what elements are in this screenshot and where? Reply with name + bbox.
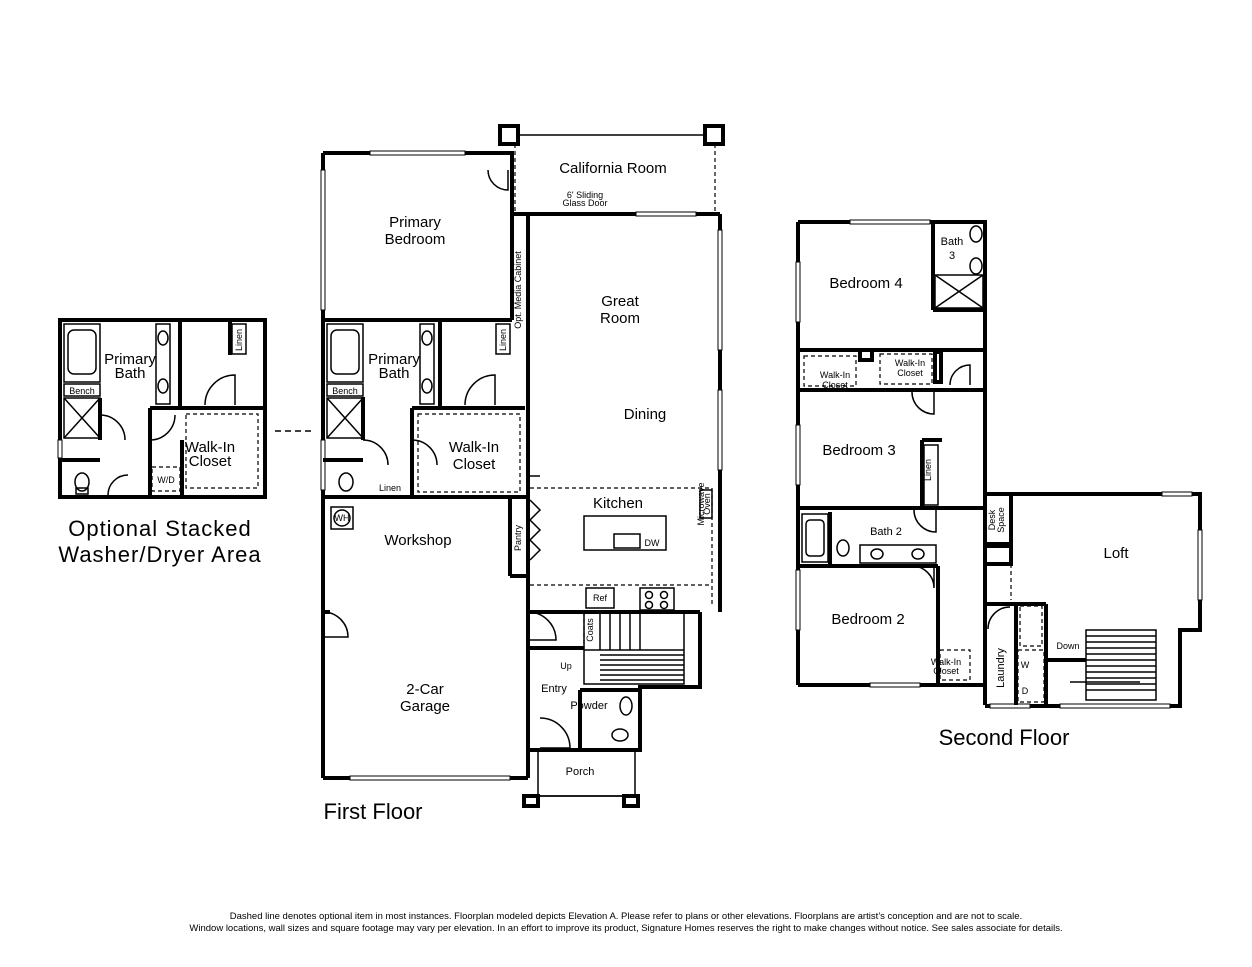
great-room-label-1: Great [601,293,639,310]
entry-label: Entry [541,683,567,695]
bed4-closet-a-label-2: Closet [822,380,848,390]
first-floor-title: First Floor [324,799,423,824]
bed2-closet-label-2: Closet [933,666,959,676]
bed4-closet-b-label-1: Walk-In [895,358,925,368]
powder-label: Powder [570,700,608,712]
dining-label: Dining [624,406,667,423]
kitchen-label: Kitchen [593,495,643,512]
down-label: Down [1056,641,1079,651]
w-label: W [1021,660,1030,670]
walk-in-closet-label-2: Closet [453,456,496,473]
bed2-closet-label-1: Walk-In [931,657,961,667]
desk-space-label-1: Desk [987,509,997,530]
linen-label-2: Linen [379,483,401,493]
bed4-closet-a-label-1: Walk-In [820,370,850,380]
up-label: Up [560,661,572,671]
sliding-door-label-2: Glass Door [562,198,607,208]
footer-note-line1: Dashed line denotes optional item in mos… [229,911,1023,922]
bath-3-label-2: 3 [949,250,955,262]
pantry-label: Pantry [513,524,523,551]
bedroom-4-label: Bedroom 4 [829,275,902,292]
opt-walk-in-label-1: Walk-In [185,439,235,456]
coats-label: Coats [585,618,595,642]
opt-primary-bath-label-1: Primary [104,351,156,368]
primary-bedroom-label-2: Bedroom [385,231,446,248]
bed4-closet-b-label-2: Closet [897,368,923,378]
bath-2-label: Bath 2 [870,526,902,538]
porch-label: Porch [566,766,595,778]
footer-note-line2: Window locations, wall sizes and square … [189,923,1063,934]
linen-label-1: Linen [498,329,508,351]
oven-label: Oven [702,493,712,515]
opt-primary-bath-label-2: Bath [115,365,146,382]
bath-3-label-1: Bath [941,236,964,248]
california-room-label: California Room [559,160,667,177]
primary-bath-label-1: Primary [368,351,420,368]
ref-label: Ref [593,593,608,603]
second-floor-plan [795,219,1203,709]
bedroom-2-label: Bedroom 2 [831,611,904,628]
d-label: D [1022,686,1029,696]
second-floor-title: Second Floor [939,725,1070,750]
opt-linen-label: Linen [234,329,244,351]
primary-bedroom-label-1: Primary [389,214,441,231]
bench-label: Bench [332,386,358,396]
desk-space-label-2: Space [996,507,1006,533]
sliding-door-label-1: 6' Sliding [567,190,603,200]
opt-wd-label: W/D [157,475,175,485]
bed3-linen-label: Linen [923,459,933,481]
dw-label: DW [645,538,660,548]
laundry-label: Laundry [995,648,1007,688]
first-floor-plan [320,124,725,808]
wh-label: WH [335,513,350,523]
great-room-label-2: Room [600,310,640,327]
optional-title-line1: Optional Stacked [68,516,252,541]
garage-label-2: Garage [400,698,450,715]
microwave-label: Microwave [696,482,706,525]
optional-title-line2: Washer/Dryer Area [58,542,261,567]
bedroom-3-label: Bedroom 3 [822,442,895,459]
walk-in-closet-label-1: Walk-In [449,439,499,456]
loft-label: Loft [1103,545,1129,562]
opt-bench-label: Bench [69,386,95,396]
opt-walk-in-label-2: Closet [189,453,232,470]
optional-washer-dryer-plan [57,318,267,499]
workshop-label: Workshop [384,532,451,549]
opt-media-cabinet-label: Opt. Media Cabinet [513,251,523,329]
garage-label-1: 2-Car [406,681,444,698]
primary-bath-label-2: Bath [379,365,410,382]
